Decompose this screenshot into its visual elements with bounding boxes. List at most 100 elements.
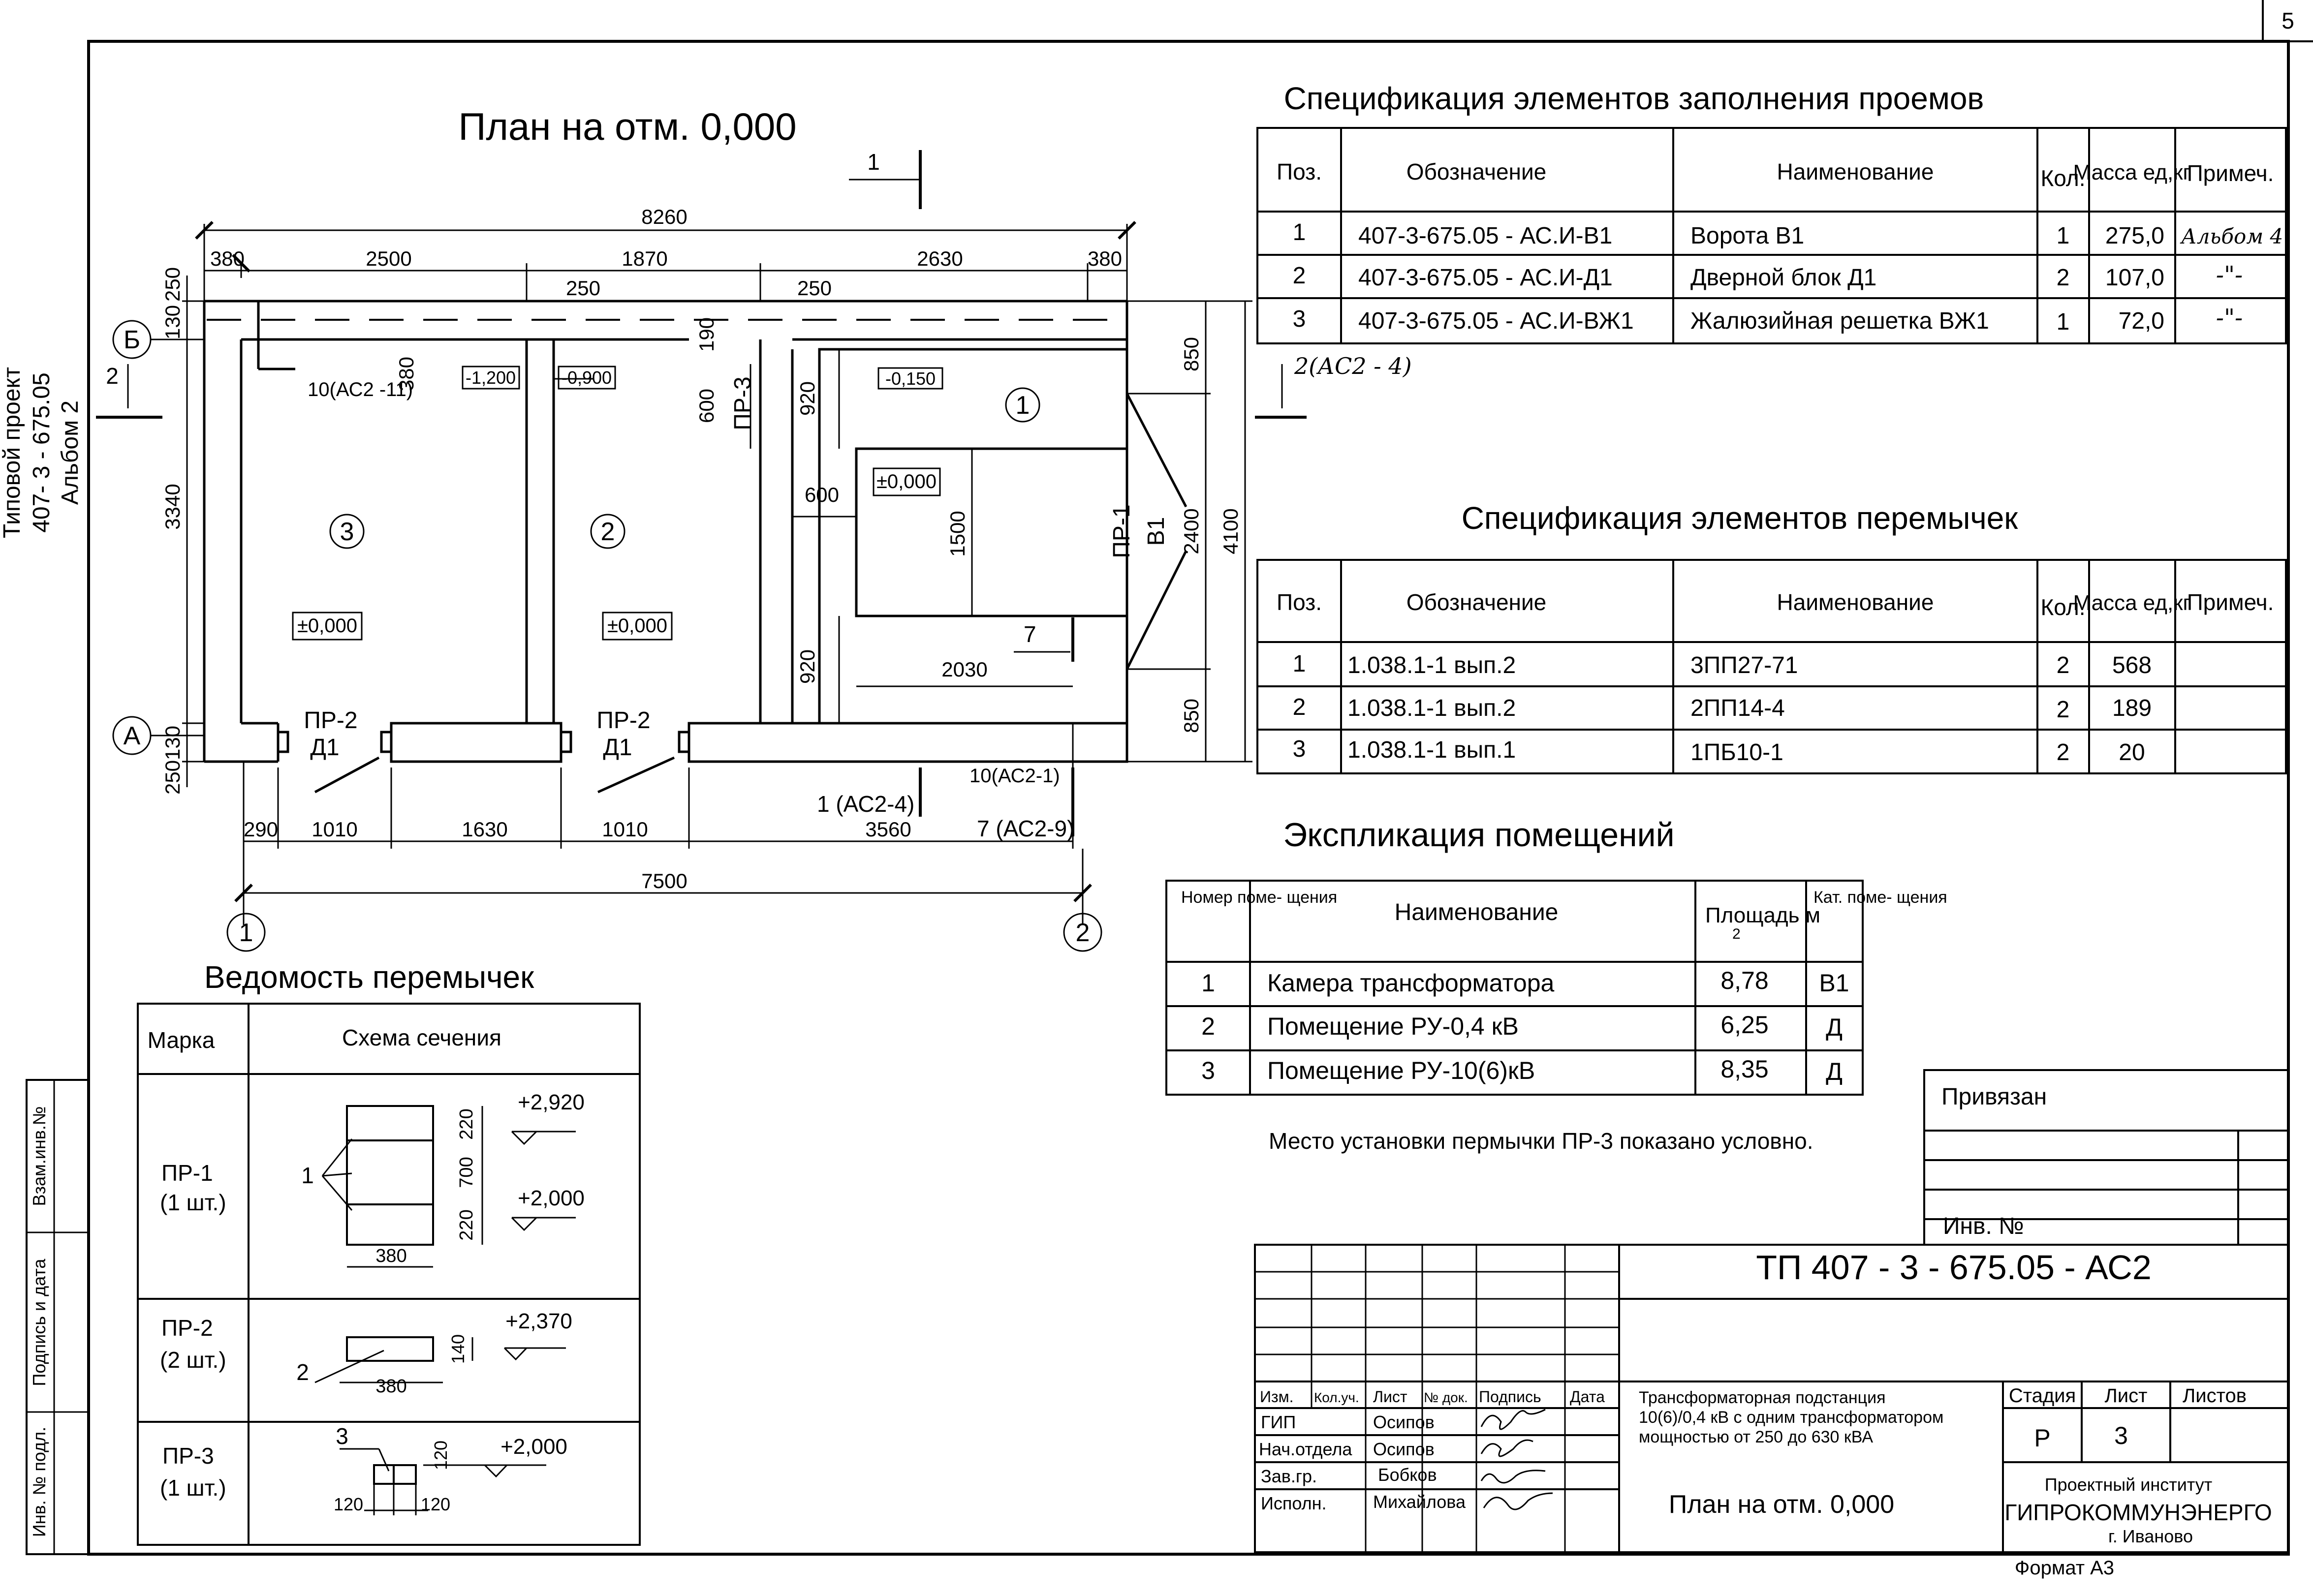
svg-text:Лист: Лист	[2105, 1385, 2148, 1407]
svg-text:250: 250	[566, 276, 600, 300]
svg-text:Альбом 4: Альбом 4	[2180, 224, 2283, 248]
svg-text:2: 2	[2057, 265, 2070, 291]
svg-text:Стадия: Стадия	[2009, 1385, 2076, 1407]
svg-text:2(АС2 - 4): 2(АС2 - 4)	[1294, 353, 1412, 379]
svg-text:1: 1	[1016, 391, 1030, 420]
svg-text:мощностью от 250 до 630 кВА: мощностью от 250 до 630 кВА	[1639, 1428, 1873, 1446]
svg-text:407-3-675.05 - АС.И-В1: 407-3-675.05 - АС.И-В1	[1358, 223, 1612, 249]
svg-text:Д1: Д1	[603, 735, 632, 761]
svg-text:1010: 1010	[602, 818, 648, 841]
svg-text:190: 190	[695, 317, 718, 352]
svg-text:Бобков: Бобков	[1378, 1465, 1437, 1485]
svg-text:850: 850	[1180, 699, 1203, 733]
svg-text:Камера трансформатора: Камера трансформатора	[1267, 969, 1555, 997]
format-label: Формат А3	[2015, 1557, 2114, 1579]
svg-text:1ПБ10-1: 1ПБ10-1	[1690, 739, 1783, 766]
svg-text:Жалюзийная решетка ВЖ1: Жалюзийная решетка ВЖ1	[1690, 308, 1989, 334]
svg-text:1630: 1630	[462, 818, 507, 841]
svg-text:2630: 2630	[917, 247, 963, 270]
svg-text:220: 220	[456, 1108, 477, 1139]
svg-text:ПР-1: ПР-1	[161, 1160, 213, 1186]
door-swings	[257, 300, 1188, 794]
svg-text:(1 шт.): (1 шт.)	[160, 1190, 226, 1215]
svg-text:1.038.1-1 вып.2: 1.038.1-1 вып.2	[1347, 695, 1516, 721]
plan-dimensions	[182, 221, 1252, 925]
svg-text:1: 1	[2057, 223, 2070, 249]
svg-text:10(АС2 -11): 10(АС2 -11)	[308, 379, 413, 400]
svg-text:г. Иваново: г. Иваново	[2108, 1526, 2193, 1546]
svg-text:1: 1	[1293, 651, 1306, 677]
spec-lintels-title: Спецификация элементов перемычек	[1462, 500, 2019, 536]
svg-text:2: 2	[1293, 263, 1306, 289]
svg-text:3560: 3560	[865, 818, 911, 841]
svg-text:10(АС2-1): 10(АС2-1)	[969, 765, 1060, 787]
svg-text:120: 120	[421, 1494, 450, 1514]
svg-text:В1: В1	[1143, 517, 1169, 546]
svg-text:1870: 1870	[622, 247, 667, 270]
svg-text:250: 250	[797, 276, 832, 300]
svg-text:Ворота В1: Ворота В1	[1690, 223, 1804, 249]
svg-text:Осипов: Осипов	[1373, 1439, 1435, 1459]
svg-text:7: 7	[1024, 621, 1036, 647]
svg-text:Обозначение: Обозначение	[1407, 589, 1547, 615]
svg-text:Масса ед,кг: Масса ед,кг	[2073, 160, 2190, 184]
svg-text:380: 380	[210, 247, 245, 270]
svg-text:407- 3 - 675.05: 407- 3 - 675.05	[29, 372, 55, 533]
svg-text:(2 шт.): (2 шт.)	[160, 1347, 226, 1373]
svg-text:Кол.: Кол.	[2041, 165, 2086, 191]
svg-text:Альбом 2: Альбом 2	[57, 400, 83, 505]
svg-text:1: 1	[239, 919, 253, 947]
svg-text:Исполн.: Исполн.	[1261, 1493, 1327, 1513]
svg-text:Нач.отдела: Нач.отдела	[1259, 1439, 1352, 1459]
svg-text:Номер поме- щения: Номер поме- щения	[1181, 888, 1337, 907]
svg-text:+2,000: +2,000	[518, 1186, 585, 1210]
svg-text:290: 290	[244, 818, 278, 841]
svg-text:850: 850	[1180, 337, 1203, 371]
svg-text:2500: 2500	[366, 247, 411, 270]
svg-text:Дата: Дата	[1570, 1388, 1605, 1406]
svg-text:Листов: Листов	[2183, 1385, 2247, 1407]
svg-text:2: 2	[2057, 652, 2070, 678]
svg-text:72,0: 72,0	[2119, 308, 2164, 334]
svg-text:А: А	[124, 722, 141, 750]
svg-text:Взам.инв.№: Взам.инв.№	[29, 1106, 49, 1206]
svg-text:700: 700	[456, 1157, 477, 1188]
svg-text:1: 1	[1201, 969, 1215, 997]
svg-text:3340: 3340	[161, 484, 184, 529]
svg-text:8,35: 8,35	[1720, 1055, 1768, 1083]
svg-text:1: 1	[867, 149, 880, 175]
explication-title: Экспликация помещений	[1283, 816, 1674, 854]
svg-text:Д: Д	[1826, 1058, 1843, 1085]
sheet-frame	[26, 0, 2313, 1556]
svg-text:107,0: 107,0	[2105, 265, 2164, 291]
svg-text:600: 600	[805, 483, 839, 506]
svg-text:Изм.: Изм.	[1260, 1388, 1294, 1406]
svg-text:±0,000: ±0,000	[607, 615, 667, 637]
svg-text:Кат. поме- щения: Кат. поме- щения	[1813, 888, 1947, 907]
drawing-code: ТП 407 - 3 - 675.05 - АС2	[1756, 1248, 2152, 1287]
svg-text:2: 2	[1293, 694, 1306, 720]
svg-text:407-3-675.05 - АС.И-ВЖ1: 407-3-675.05 - АС.И-ВЖ1	[1358, 308, 1634, 334]
svg-text:Подпись и дата: Подпись и дата	[29, 1258, 49, 1386]
svg-text:2030: 2030	[941, 658, 987, 681]
svg-text:Проектный институт: Проектный институт	[2045, 1474, 2212, 1495]
svg-text:1: 1	[1293, 219, 1306, 246]
svg-text:3: 3	[1293, 306, 1306, 332]
svg-text:1: 1	[301, 1163, 314, 1188]
svg-text:Масса ед,кг: Масса ед,кг	[2073, 591, 2190, 615]
axis-markers: Б А 1 2	[112, 320, 1102, 952]
side-stamp: Типовой проект 407- 3 - 675.05 Альбом 2	[0, 367, 83, 538]
svg-text:Д1: Д1	[310, 735, 339, 761]
svg-text:№ док.: № док.	[1424, 1390, 1468, 1405]
svg-text:Помещение РУ-0,4 кВ: Помещение РУ-0,4 кВ	[1267, 1013, 1519, 1040]
title-block: ТП 407 - 3 - 675.05 - АС2 Изм. Кол.уч. Л…	[1254, 1244, 2289, 1553]
spec-openings-table: Поз. Обозначение Наименование Кол. Масса…	[1256, 127, 2287, 344]
svg-text:6,25: 6,25	[1720, 1011, 1768, 1039]
svg-text:Типовой проект: Типовой проект	[0, 367, 25, 538]
svg-text:3: 3	[1201, 1057, 1215, 1084]
svg-text:Наименование: Наименование	[1777, 159, 1934, 184]
svg-text:3: 3	[340, 518, 354, 546]
svg-text:ПР-3: ПР-3	[730, 376, 756, 430]
plan-dim-texts: 8260 380 2500 1870 2630 380 250 250 250 …	[161, 205, 1242, 892]
svg-text:-1,200: -1,200	[466, 368, 516, 388]
